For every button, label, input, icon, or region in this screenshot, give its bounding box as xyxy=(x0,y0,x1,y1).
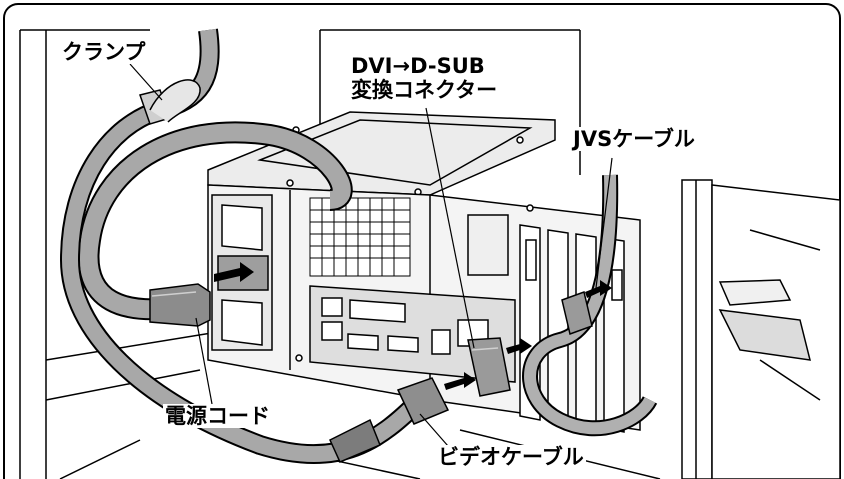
video-plug xyxy=(329,377,450,463)
clamp-label: クランプ xyxy=(60,40,148,65)
video-cable-label: ビデオケーブル xyxy=(436,445,586,470)
right-side-bracket xyxy=(681,179,841,479)
leader-lines xyxy=(129,63,613,447)
jvs-plug xyxy=(561,291,593,335)
vent-grid xyxy=(309,197,411,277)
pc-top-panel xyxy=(207,111,556,196)
dvi-converter-label-line1: DVI→D-SUB xyxy=(351,54,485,78)
dvi-adapter xyxy=(467,337,511,397)
power-plug xyxy=(149,283,211,327)
clamp-part xyxy=(139,79,201,125)
jvs-cable-label: JVSケーブル xyxy=(571,127,697,152)
dvi-converter-label: DVI→D-SUB 変換コネクター xyxy=(349,54,500,103)
power-cord-label: 電源コード xyxy=(163,404,272,429)
dvi-converter-label-line2: 変換コネクター xyxy=(351,78,498,103)
insertion-arrows xyxy=(214,262,612,390)
io-panel xyxy=(309,285,516,383)
power-cord-path xyxy=(77,121,353,321)
jvs-cable-path xyxy=(522,174,658,437)
